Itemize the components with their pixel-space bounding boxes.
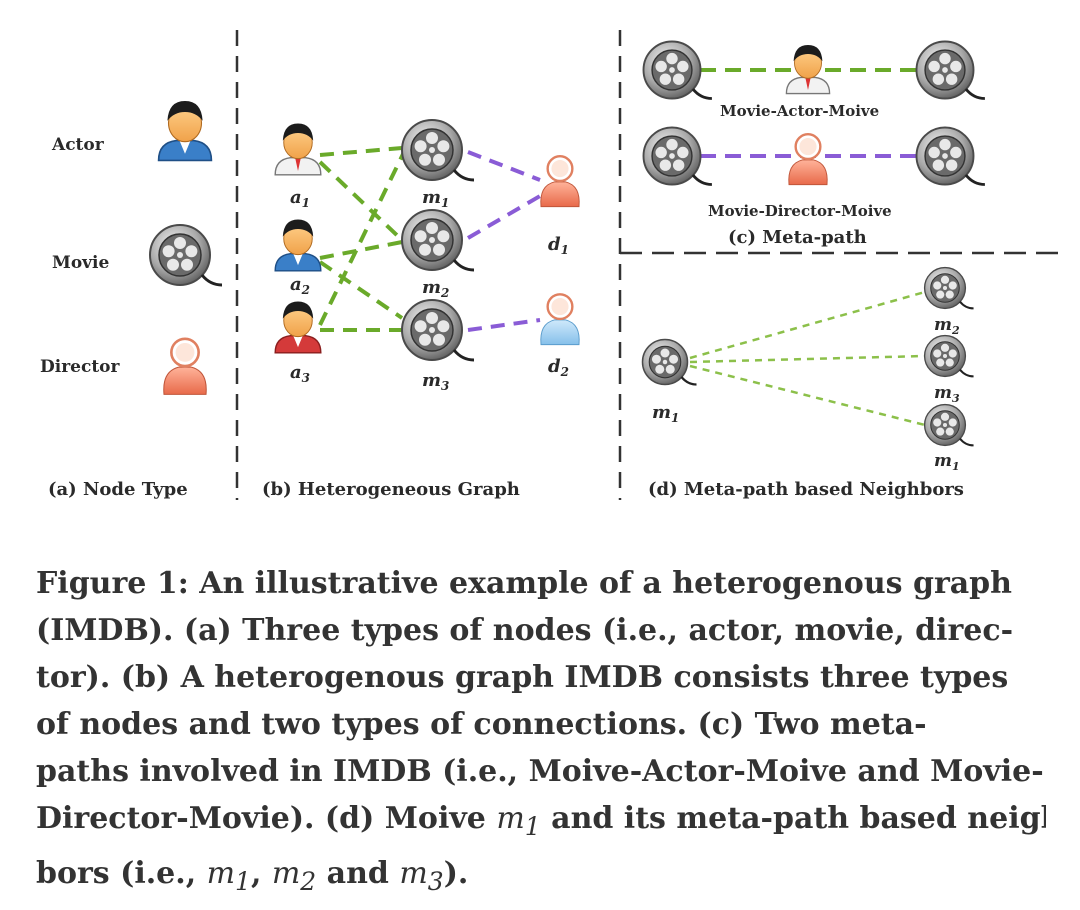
node-m3 [400,298,476,362]
neighbor-m1-label: m1 [934,451,960,473]
caption-text-end: ). [443,856,469,891]
movie-reel-icon [148,223,224,287]
edge-a2-m2 [319,240,403,260]
metapath-mdm-director [787,133,829,186]
node-m3-label: m3 [422,370,449,393]
figure-caption: Figure 1: An illustrative example of a h… [36,560,1046,905]
neighbor-edge-m1 [689,364,926,427]
caption-math-m2: m2 [271,856,317,896]
edge-a1-m1 [319,146,403,157]
neighbor-node-m1 [923,403,975,447]
caption-line-3: tor). (b) A heterogenous graph IMDB cons… [36,660,1009,695]
panel-meta-path: Movie-Actor-Moive Movie-Director-Moive (… [642,40,987,248]
caption-text-1: An illustrative example of a heterogenou… [199,566,1012,601]
caption-line-6: Director-Movie). (d) Moive m1 and its me… [36,795,1046,850]
actor-movie-edges [318,146,406,332]
metapath-mdm-movie-end [915,126,987,186]
node-d1-label: d1 [548,234,569,257]
node-d2-label: d2 [548,356,569,379]
node-a1-label: a1 [290,187,310,210]
edge-a2-m3 [318,260,404,320]
caption-line-2: (IMDB). (a) Three types of nodes (i.e., … [36,613,1014,648]
metapath-mam-actor [785,44,831,95]
edge-a3-m1 [318,151,406,326]
caption-line-5: paths involved in IMDB (i.e., Moive-Acto… [36,754,1044,789]
actor-icon [157,100,213,162]
director-icon [162,337,208,396]
edge-m1-d1 [467,150,541,182]
neighbor-edge-m2 [689,290,926,360]
figure-diagram: Actor Movie Director (a) Node Type a1 a2 [40,30,1062,500]
panel-a-caption: (a) Node Type [48,479,188,500]
node-a2 [274,218,322,272]
caption-text-6b: and its meta-path based neigh- [551,801,1046,836]
edge-m2-d1 [466,194,542,240]
caption-text-7a: bors (i.e., [36,856,197,891]
panel-meta-path-neighbors: m1 m2 m3 m1 (d) Meta-path based Neighbor… [641,266,975,500]
edge-m3-d2 [467,318,541,332]
director-movie-edges [466,150,542,332]
neighbor-m3-label: m3 [934,383,960,405]
panel-node-type: Actor Movie Director (a) Node Type [40,100,224,500]
caption-math-m1b: m1 [206,856,251,896]
caption-math-m1: m1 [496,801,541,841]
metapath-mam-label: Movie-Actor-Moive [720,102,879,120]
node-a3-label: a3 [290,362,310,385]
caption-line-7: bors (i.e., m1, m2 and m3). [36,856,469,896]
metapath-mam-movie-end [915,40,987,100]
neighbor-m2-label: m2 [934,315,960,337]
edge-a1-m2 [318,160,404,242]
neighbor-center-node [641,338,698,386]
node-a3 [274,300,322,354]
caption-math-m3: m3 [399,856,444,896]
node-d2 [539,293,581,346]
node-m2 [400,208,476,272]
caption-text-and: and [326,856,389,891]
caption-figure-label: Figure 1: [36,566,189,601]
node-d1 [539,155,581,208]
neighbor-node-m2 [923,266,975,310]
legend-movie-label: Movie [52,253,109,273]
neighbor-edges [689,290,926,427]
panel-d-caption: (d) Meta-path based Neighbors [648,479,964,500]
panel-b-caption: (b) Heterogeneous Graph [262,479,520,500]
caption-text-6a: Director-Movie). (d) Moive [36,801,486,836]
panel-c-caption: (c) Meta-path [728,227,867,248]
neighbor-center-label: m1 [652,402,679,425]
caption-line-4: of nodes and two types of connections. (… [36,707,927,742]
metapath-mdm-label: Movie-Director-Moive [708,202,892,220]
panel-heterogeneous-graph: a1 a2 a3 m1 m2 m3 d1 d2 (b) Heterogeneou… [262,118,581,500]
neighbor-node-m3 [923,334,975,378]
legend-director-label: Director [40,357,121,377]
node-a1 [274,122,322,176]
neighbor-edge-m3 [689,354,926,364]
node-m2-label: m2 [422,277,449,300]
node-a2-label: a2 [290,274,310,297]
node-m1 [400,118,476,182]
node-m1-label: m1 [422,187,449,210]
legend-actor-label: Actor [51,135,105,155]
caption-line-1: Figure 1: An illustrative example of a h… [36,560,1046,607]
